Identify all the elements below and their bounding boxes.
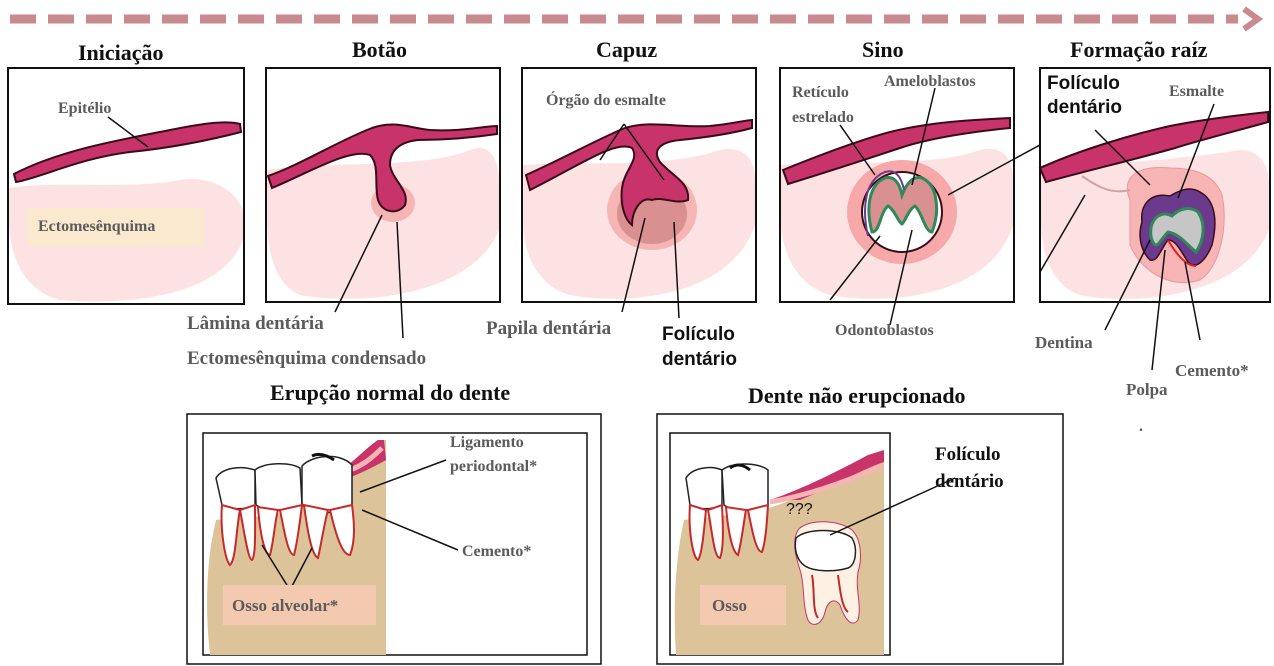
stage-title-sino: Sino <box>862 37 904 63</box>
label-ectomesenquima: Ectomesênquima <box>38 218 155 236</box>
label-polpa: Polpa <box>1126 380 1168 400</box>
label-epitelio: Epitélio <box>58 100 111 118</box>
label-ligamento-periodontal: Ligamento periodontal* <box>450 431 537 479</box>
label-ameloblastos: Ameloblastos <box>884 73 976 91</box>
panel-erupcao-normal <box>187 414 601 664</box>
stage-title-botao: Botão <box>352 37 407 63</box>
label-osso-alveolar: Osso alveolar* <box>232 596 338 616</box>
title-dente-nao-erupcionado: Dente não erupcionado <box>748 383 966 409</box>
label-cemento-raiz: Cemento* <box>1175 361 1249 381</box>
label-papila-dentaria: Papila dentária <box>486 318 611 340</box>
panel-botao <box>266 68 500 338</box>
label-foliculo-capuz: Folículo dentário <box>662 322 737 372</box>
label-dentina: Dentina <box>1035 333 1093 353</box>
panel-iniciacao <box>8 68 244 304</box>
stage-title-capuz: Capuz <box>596 37 657 63</box>
label-osso: Osso <box>712 596 747 616</box>
label-foliculo-bottom: Folículo dentário <box>935 441 1004 495</box>
stage-title-iniciacao: Iniciação <box>78 40 164 66</box>
label-foliculo-raiz: Folículo dentário <box>1047 72 1122 120</box>
title-erupcao-normal: Erupção normal do dente <box>270 380 510 406</box>
label-orgao-esmalte: Órgão do esmalte <box>546 92 666 110</box>
label-esmalte: Esmalte <box>1169 83 1224 101</box>
label-lamina-dentaria: Lâmina dentária <box>187 313 324 335</box>
label-odontoblastos: Odontoblastos <box>835 322 934 340</box>
progression-arrow <box>10 9 1258 29</box>
stray-dot: . <box>1139 418 1143 436</box>
stage-title-formacao-raiz: Formação raíz <box>1070 37 1207 63</box>
label-reticulo-estrelado: Retículo estrelado <box>792 80 854 130</box>
label-cemento: Cemento* <box>462 543 531 561</box>
label-question-marks: ??? <box>786 501 813 519</box>
label-ectomesenquima-condensado: Ectomesênquima condensado <box>187 348 426 370</box>
